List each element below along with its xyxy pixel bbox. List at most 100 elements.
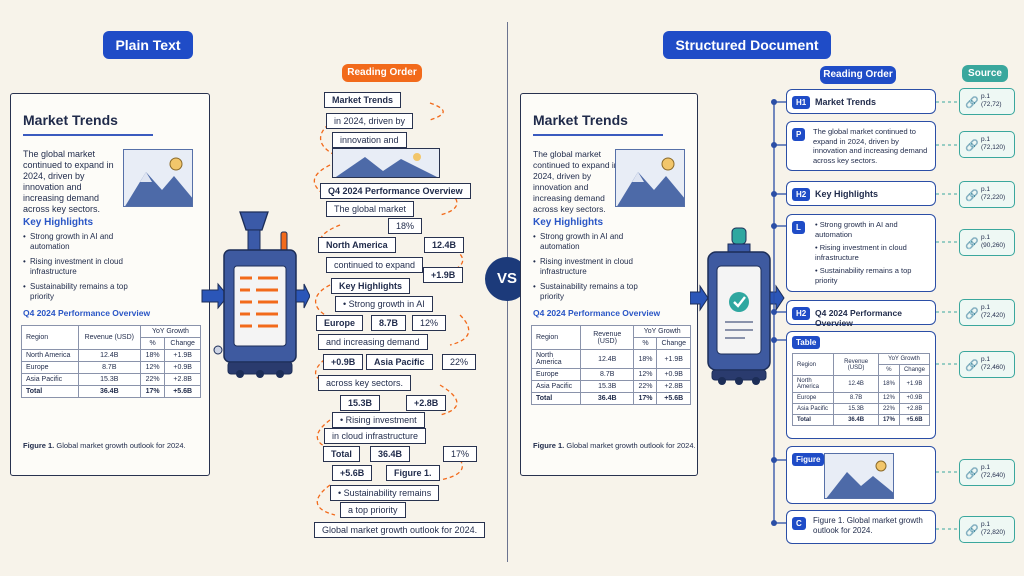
doc-table-title: Q4 2024 Performance Overview [23,308,151,318]
source-ref[interactable]: 🔗 p.1(72,220) [959,181,1015,208]
fragment: Q4 2024 Performance Overview [320,183,471,199]
p-text: The global market continued to expand in… [813,127,928,165]
reading-order-badge-left: Reading Order [342,64,422,82]
list-item-text: Rising investment in cloud infrastructur… [815,243,907,262]
col-header: % [139,337,166,350]
table-row: North America 12.4B 18% +1.9B [21,349,201,362]
col-header: Revenue (USD) [77,325,141,350]
source-page: p.1 [981,356,991,363]
source-ref[interactable]: 🔗 p.1(72,460) [959,351,1015,378]
fragment: 12% [412,315,447,331]
doc-bullet-list: Strong growth in AI and automation Risin… [533,232,643,307]
table-cell: +1.9B [898,375,931,393]
link-icon: 🔗 [965,525,979,537]
table-tag: Table [792,336,821,349]
col-header: Change [656,337,691,350]
structure-h2-block: H2 Q4 2024 Performance Overview [786,300,936,328]
structure-h1-block: H1 Market Trends [786,89,936,114]
source-coords: (90,260) [981,242,1006,249]
table-cell: +5.6B [164,385,201,398]
structure-list-block: L • Strong growth in AI and automation •… [786,214,936,292]
table-cell: 12% [633,368,658,381]
doc-bullet: Rising investment in cloud infrastructur… [23,257,133,277]
source-coords: (72,820) [981,529,1006,536]
table-cell: +0.9B [164,361,201,374]
fragment: 36.4B [370,446,411,462]
fragment: • Rising investment [332,412,425,428]
source-ref[interactable]: 🔗 p.1(72,820) [959,516,1015,543]
h1-text: Market Trends [815,97,877,107]
mountain-image-icon [826,460,893,498]
table-row: North America 12.4B 18% +1.9B [531,349,691,369]
doc-title: Market Trends [533,112,628,128]
fragment: +5.6B [332,465,373,481]
table-cell: +0.9B [656,368,691,381]
link-icon: 🔗 [965,308,979,320]
table-cell: Total [791,414,835,426]
table-cell: North America [791,375,835,393]
doc-bullet: Rising investment in cloud infrastructur… [533,257,643,277]
table-cell: North America [531,349,581,369]
col-header: Revenue (USD) [579,325,635,350]
source-badge: Source [962,65,1008,82]
fragment: continued to expand [326,257,424,273]
fragment: 22% [442,354,477,370]
source-ref[interactable]: 🔗 p.1(72,72) [959,88,1015,115]
doc-table-title: Q4 2024 Performance Overview [533,308,661,318]
source-coords: (72,220) [981,194,1006,201]
fragment: • Sustainability remains [330,485,440,501]
table-cell: 12% [139,361,166,374]
col-header: Region [791,353,835,376]
structure-caption-block: C Figure 1. Global market growth outlook… [786,510,936,544]
source-ref[interactable]: 🔗 p.1(72,640) [959,459,1015,486]
p-tag: P [792,128,806,141]
table-cell: +5.6B [898,414,931,426]
mountain-image-icon [617,157,684,206]
table-row: Asia Pacific 15.3B 22% +2.8B [791,403,931,415]
table-cell: 15.3B [833,403,879,415]
source-coords: (72,460) [981,364,1006,371]
table-cell: Asia Pacific [791,403,835,415]
table-cell: Europe [21,361,79,374]
h2-text: Q4 2024 Performance Overview [815,308,902,328]
col-header: YoY Growth [877,353,931,365]
structure-table-block: Table Region Revenue (USD) YoY Growth % … [786,331,936,439]
doc-paragraph: The global market continued to expand in… [23,149,114,214]
table-cell: 18% [877,375,900,393]
reading-order-badge-right: Reading Order [820,66,896,84]
table-cell: +5.6B [656,392,691,405]
caption-tag: C [792,517,806,530]
structure-parser-machine [689,226,785,391]
figure-label: Figure 1. [23,441,55,450]
plain-text-source-document: Market Trends The global market continue… [10,93,210,476]
col-header: % [877,364,900,376]
fragment: • Strong growth in AI [335,296,433,312]
link-icon: 🔗 [965,238,979,250]
fragment: Figure 1. [386,465,440,481]
col-header: Region [531,325,581,350]
source-ref[interactable]: 🔗 p.1(90,260) [959,229,1015,256]
doc-image [615,149,685,207]
plain-text-extractor-machine [200,210,311,385]
doc-title: Market Trends [23,112,118,128]
col-header: YoY Growth [633,325,691,338]
structured-source-document: Market Trends The global market continue… [520,93,698,476]
table-row: Total 36.4B 17% +5.6B [21,385,201,398]
figure-label: Figure 1. [533,441,565,450]
h1-tag: H1 [792,96,811,109]
structured-document-header: Structured Document [663,31,831,59]
fragment: 8.7B [371,315,407,331]
col-header: Change [164,337,201,350]
table-cell: Europe [791,392,835,404]
table-cell: +0.9B [898,392,931,404]
source-ref[interactable]: 🔗 p.1(72,420) [959,299,1015,326]
table-row: Europe 8.7B 12% +0.9B [21,361,201,374]
table-cell: 8.7B [833,392,879,404]
table-cell: Total [531,392,581,405]
structure-tree-lines [771,99,959,530]
link-icon: 🔗 [965,140,979,152]
fragment: a top priority [340,502,406,518]
source-ref[interactable]: 🔗 p.1(72,120) [959,131,1015,158]
doc-paragraph: The global market continued to expand in… [533,149,619,214]
source-page: p.1 [981,464,991,471]
